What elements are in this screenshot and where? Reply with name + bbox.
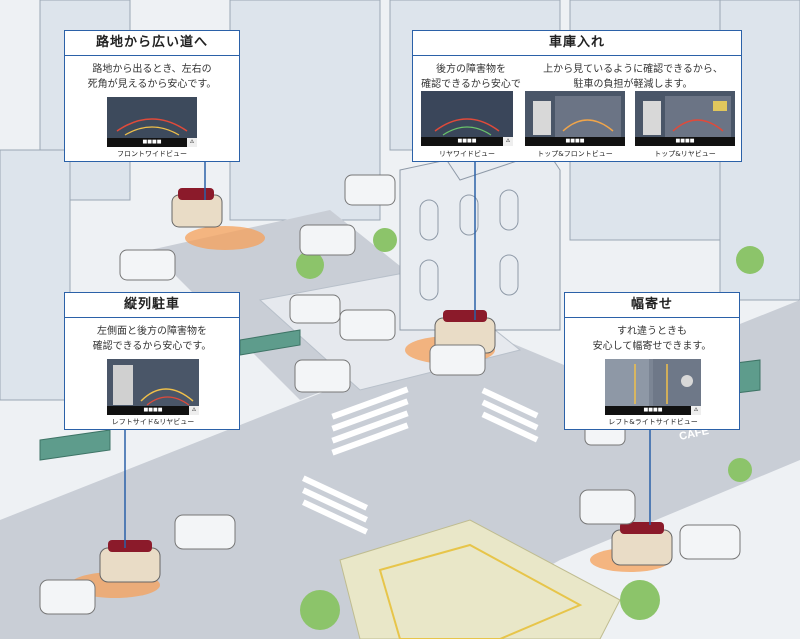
featured-car-side xyxy=(611,522,673,566)
camera-view-label: トップ&リヤビュー xyxy=(654,150,716,158)
camera-view-front-wide: ■■■■ ⚠ xyxy=(107,97,197,147)
left-side-rear-view-image xyxy=(107,359,199,415)
callout-text-right: 上から見ているように確認できるから、 駐車の負担が軽減します。 xyxy=(543,64,723,90)
callout-parallel-parking: 縦列駐車 左側面と後方の障害物を 確認できるから安心です。 ■■■■ ⚠ レフト… xyxy=(64,292,240,430)
camera-view-rear-wide: ■■■■ ⚠ xyxy=(421,91,513,146)
other-cars xyxy=(39,174,741,615)
left-right-side-view-image xyxy=(605,359,701,415)
camera-view-left-right-side: ■■■■ ⚠ xyxy=(605,359,701,415)
camera-view-label: レフトサイド&リヤビュー xyxy=(111,418,195,426)
callout-front-wide: 路地から広い道へ 路地から出るとき、左右の 死角が見えるから安心です。 ■■■■… xyxy=(64,30,240,162)
callout-title: 縦列駐車 xyxy=(65,293,239,318)
camera-view-left-side-rear: ■■■■ ⚠ xyxy=(107,359,199,415)
callout-text: すれ違うときも 安心して幅寄せできます。 xyxy=(592,326,712,352)
sports-court xyxy=(339,519,621,639)
camera-view-label: リヤワイドビュー xyxy=(439,150,495,158)
camera-view-label: レフト&ライトサイドビュー xyxy=(608,418,698,426)
callout-title: 車庫入れ xyxy=(413,31,741,56)
callout-text: 路地から出るとき、左右の 死角が見えるから安心です。 xyxy=(87,64,217,90)
callout-title: 路地から広い道へ xyxy=(65,31,239,56)
top-front-view-image xyxy=(525,91,625,146)
callout-connector-lines xyxy=(124,162,651,548)
callout-text: 左側面と後方の障害物を 確認できるから安心です。 xyxy=(92,326,212,352)
rear-wide-view-image xyxy=(421,91,513,146)
camera-view-top-rear: ■■■■ xyxy=(635,91,735,146)
featured-car-garage xyxy=(434,310,496,354)
camera-view-top-front: ■■■■ xyxy=(525,91,625,146)
callout-side-approach: 幅寄せ すれ違うときも 安心して幅寄せできます。 ■■■■ ⚠ レフト&ライトサ… xyxy=(564,292,740,430)
callout-title: 幅寄せ xyxy=(565,293,739,318)
trees xyxy=(296,228,764,630)
camera-view-label: フロントワイドビュー xyxy=(117,150,187,158)
crosswalk-stripes xyxy=(302,386,539,535)
camera-view-label: トップ&フロントビュー xyxy=(537,150,613,158)
top-rear-view-image xyxy=(635,91,735,146)
callout-garage: 車庫入れ 後方の障害物を 確認できるから安心です。 上から見ているように確認でき… xyxy=(412,30,742,162)
featured-car-parallel xyxy=(99,540,161,583)
